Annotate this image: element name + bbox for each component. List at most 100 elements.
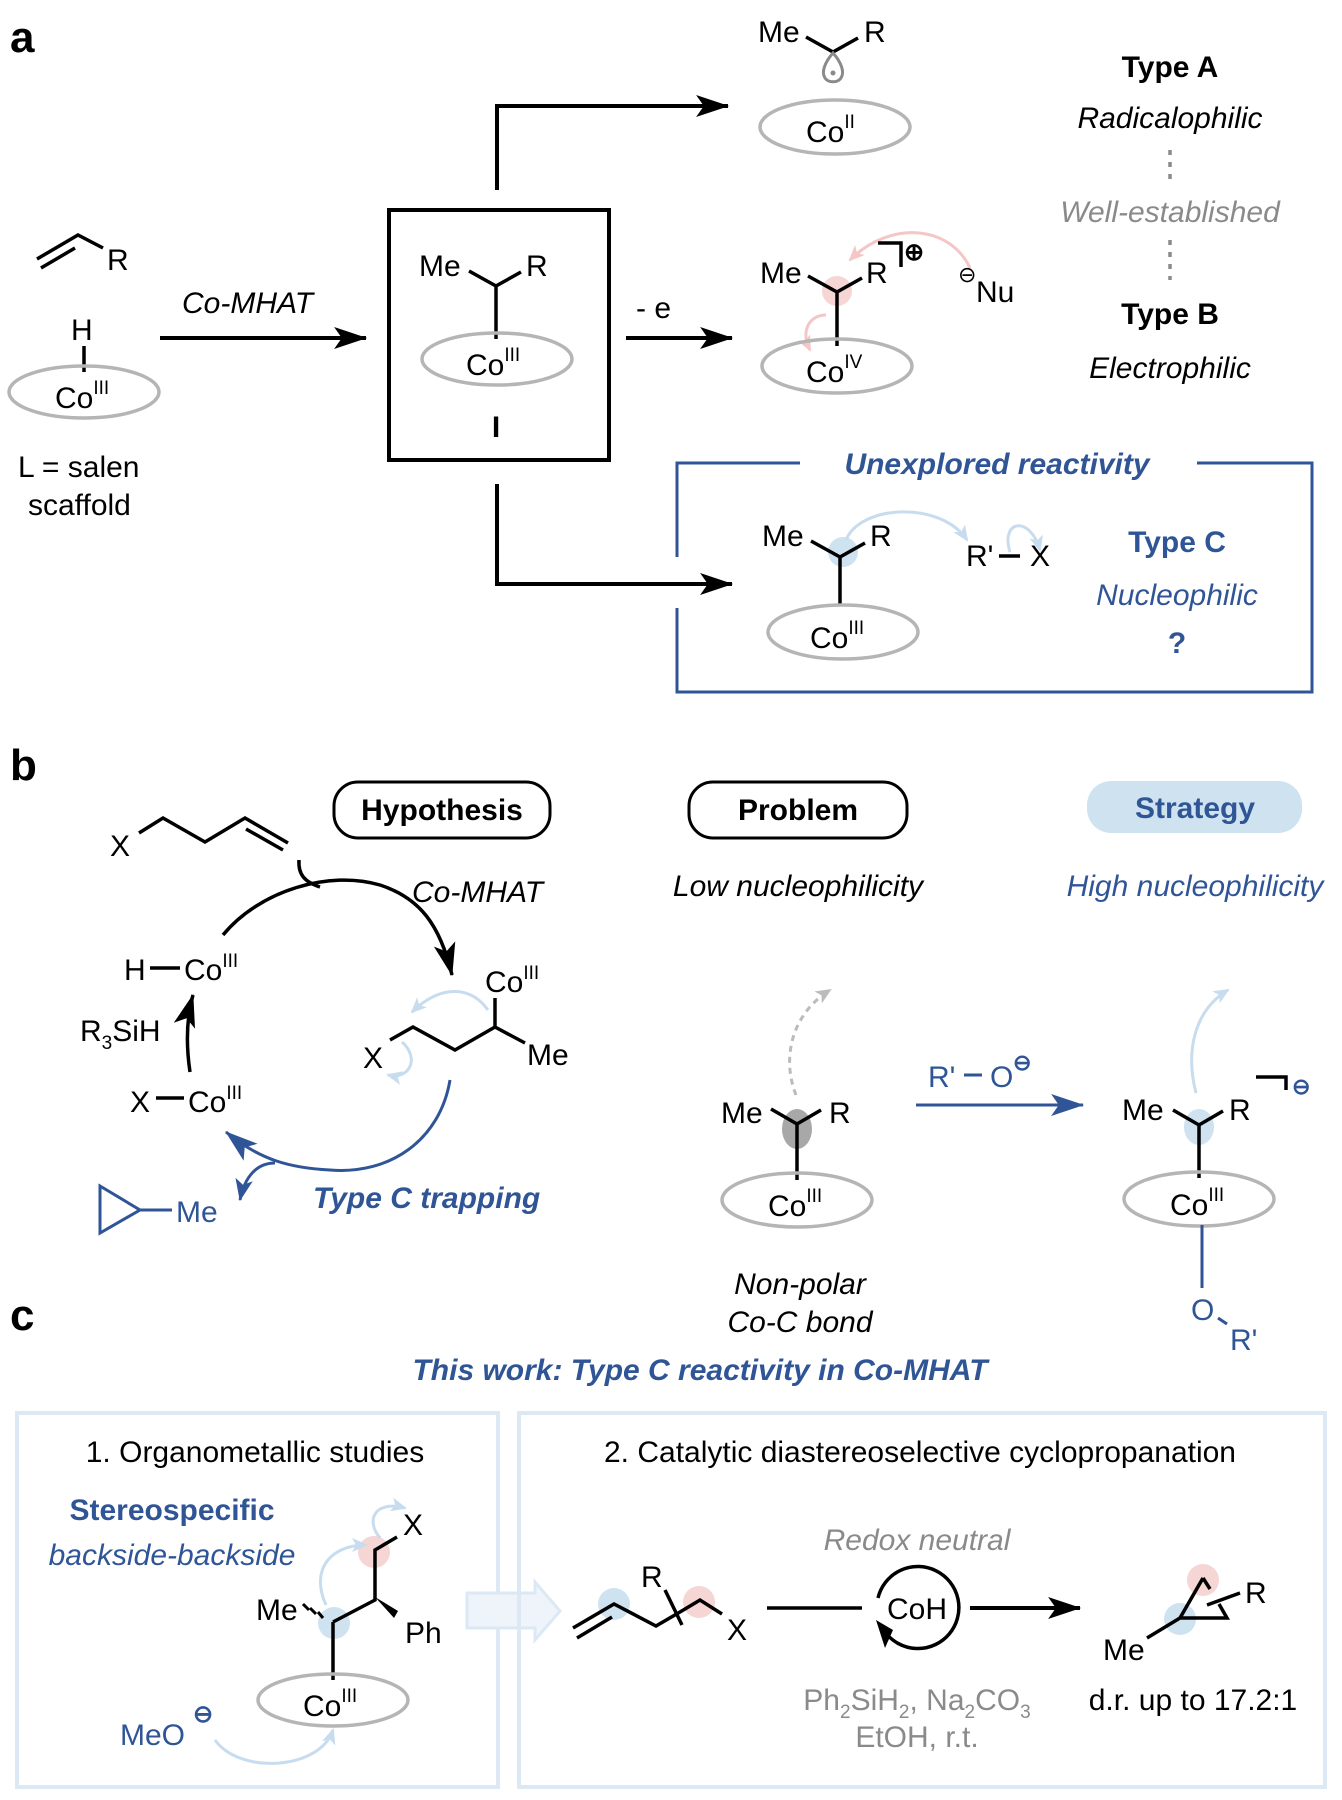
hypothesis-cycle: X Co-MHAT H CoIII R3SiH X CoIII CoIII Me…: [80, 815, 569, 1236]
arrow-to-type-c: [495, 484, 734, 595]
product-me: Me: [176, 1196, 218, 1229]
alkyl-cobalt-skeleton: [331, 1535, 398, 1680]
alkene-substrate: R: [36, 233, 129, 277]
strong-nucleophile-arrow: [1190, 988, 1230, 1094]
panel-c: c This work: Type C reactivity in Co-MHA…: [10, 1291, 1327, 1789]
cyclopropanation-box: [517, 1411, 1327, 1789]
strategy-pill: [1087, 781, 1302, 833]
type-c-co: CoIII: [810, 618, 864, 655]
type-a-me: Me: [758, 16, 800, 49]
type-c-trapping-label: Type C trapping: [313, 1182, 540, 1215]
halide-leaving-arrow: [386, 1040, 413, 1085]
type-a-title: Type A: [1122, 51, 1219, 84]
box1-heading: 1. Organometallic studies: [86, 1436, 425, 1469]
intermediate-r: R: [526, 250, 548, 283]
catalytic-cycle-icon: [876, 1564, 961, 1651]
redox-neutral-label: Redox neutral: [824, 1524, 1012, 1557]
intermediate-frame: [387, 208, 611, 462]
panel-a: a R H CoIII L = salen scaffold Co-MHAT M…: [7, 13, 1314, 694]
type-b-r: R: [866, 257, 888, 290]
unexplored-box: Unexplored reactivity Me R CoIII R' X Ty…: [675, 448, 1314, 694]
panel-label-b: b: [10, 741, 37, 790]
unexplored-frame: [675, 461, 1314, 694]
type-b-title: Type B: [1121, 298, 1219, 331]
product-release-arrow: [235, 1161, 276, 1202]
type-a-species: Me R CoII: [758, 16, 912, 156]
alkoxide-o: O: [990, 1061, 1013, 1094]
methoxide: MeO: [120, 1719, 185, 1752]
cobalt-hydride: H CoIII L = salen scaffold: [7, 314, 161, 522]
nucleophile-attack-arrow: [848, 231, 972, 269]
electrophile-r: R': [966, 540, 993, 573]
type-a-co: CoII: [806, 112, 855, 149]
type-a-ring: [758, 98, 912, 156]
haloalkene-chain: [138, 815, 289, 845]
alkyl-me: Me: [527, 1039, 569, 1072]
stereospecific-label: Stereospecific: [69, 1494, 274, 1527]
product-me-c: Me: [1103, 1634, 1145, 1667]
product-r: R: [1245, 1577, 1267, 1610]
radical-dot-icon: [830, 70, 836, 76]
nu-charge: ⊖: [958, 262, 976, 287]
alkene-r: R: [107, 244, 129, 277]
methoxide-charge: ⊖: [193, 1701, 213, 1728]
anion-bracket: [1256, 1075, 1288, 1090]
type-b-me: Me: [760, 257, 802, 290]
intermediate-co: CoIII: [466, 345, 520, 382]
ligand-note-line1: L = salen: [18, 451, 139, 484]
nucleophile: Nu: [976, 276, 1014, 309]
type-c-question: ?: [1168, 627, 1186, 660]
alkene-bond: [36, 233, 104, 261]
co-mhat-label: Co-MHAT: [182, 287, 316, 320]
type-c-me: Me: [762, 520, 804, 553]
type-b-co: CoIV: [806, 352, 863, 389]
problem-note-line1: Non-polar: [734, 1268, 867, 1301]
alkyl-co: CoIII: [485, 963, 539, 999]
problem-pill: [687, 780, 909, 840]
problem-subtitle: Low nucleophilicity: [673, 870, 925, 903]
intramolecular-attack-arrow: [410, 990, 490, 1014]
strategy-me: Me: [1122, 1094, 1164, 1127]
panel-b: b Hypothesis Problem Strategy X Co-MHAT …: [10, 741, 1325, 1357]
hash-bond-me: [301, 1602, 325, 1619]
reagents-label: Ph2SiH2, Na2CO3: [803, 1684, 1030, 1723]
intermediate-ring: [420, 331, 574, 387]
strategy-label: Strategy: [1135, 792, 1255, 825]
unexplored-title: Unexplored reactivity: [844, 448, 1150, 481]
type-b-ring: [760, 337, 914, 395]
panel-label-c: c: [10, 1291, 34, 1340]
intermediate-me: Me: [419, 250, 461, 283]
problem-me: Me: [721, 1097, 763, 1130]
hydride-h: H: [71, 314, 93, 347]
charge-bracket: [878, 241, 903, 267]
box1-co: CoIII: [303, 1686, 357, 1723]
hypothesis-label: Hypothesis: [361, 794, 523, 827]
problem-label: Problem: [738, 794, 858, 827]
alkene-entry-curve: [297, 859, 321, 889]
this-work-title: This work: Type C reactivity in Co-MHAT: [412, 1354, 990, 1387]
intermediate-box: Me R CoIII I: [387, 208, 611, 462]
leaving-group-arrow: [1006, 524, 1043, 553]
type-b-species: Me R ⊕ ⊖ Nu CoIV: [760, 231, 1014, 395]
type-c-subtitle: Nucleophilic: [1096, 579, 1258, 612]
alkoxide-charge: ⊖: [1013, 1050, 1031, 1075]
problem-note-line2: Co-C bond: [727, 1306, 873, 1339]
leaving-group-arrow-c: [371, 1497, 407, 1539]
radical-orbital-icon: [821, 50, 845, 84]
axial-r-prime: R': [1230, 1324, 1257, 1357]
type-c-bonds: [810, 539, 866, 606]
strategy-ring: [1122, 1170, 1276, 1228]
type-a-r: R: [864, 16, 886, 49]
type-c-trapping-arrow: [225, 1079, 452, 1172]
alkyl-chain: [389, 998, 526, 1053]
oxidation-label: - e: [636, 292, 671, 325]
co-c-cleavage-arrow: [797, 313, 827, 352]
wedge-bond-ph: [375, 1597, 398, 1618]
substrate-chain: [572, 1589, 723, 1630]
o-r-bond: [1217, 1316, 1228, 1326]
silane-regeneration-arrow: [173, 993, 196, 1073]
electrophile-x: X: [1030, 540, 1050, 573]
xco-co: CoIII: [188, 1083, 242, 1119]
cycle-co-mhat-label: Co-MHAT: [412, 876, 546, 909]
hollow-transition-arrow: [465, 1577, 562, 1645]
